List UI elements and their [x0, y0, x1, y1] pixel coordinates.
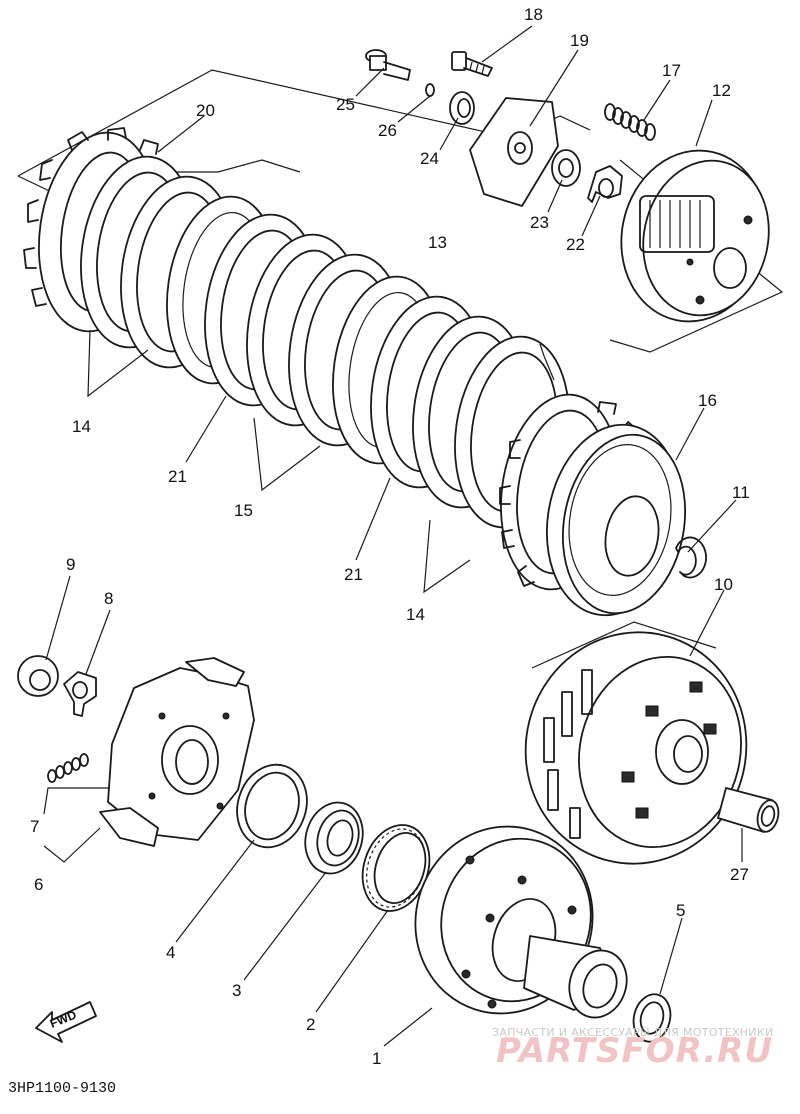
- drawing-code: 3HP1100-9130: [8, 1080, 116, 1097]
- part-4-thrust-washer: [236, 763, 308, 849]
- callout-1: 1: [372, 1049, 381, 1068]
- part-27-collar: [717, 787, 780, 833]
- fwd-arrow: FWD: [35, 1001, 97, 1043]
- part-23-nut: [551, 149, 581, 187]
- part-9-nut: [17, 655, 59, 697]
- watermark-caption: ЗАПЧАСТИ И АКСЕССУАРЫ ДЛЯ МОТОТЕХНИКИ: [492, 1026, 774, 1039]
- callout-4: 4: [166, 943, 175, 962]
- callout-8: 8: [104, 589, 113, 608]
- callout-2: 2: [306, 1015, 315, 1034]
- callout-5: 5: [676, 901, 685, 920]
- callout-12: 12: [712, 81, 731, 100]
- part-12-clutch-boss: [620, 149, 770, 323]
- callout-24: 24: [420, 149, 439, 168]
- part-7-spring: [47, 753, 89, 783]
- part-10-clutch-housing: [524, 621, 748, 865]
- part-26-nut: [425, 83, 435, 97]
- part-1-driven-gear: [414, 825, 628, 1019]
- part-18-bolt: [451, 51, 493, 77]
- part-8-lock-washer: [63, 671, 97, 717]
- callout-21-right: 21: [344, 565, 363, 584]
- callout-numbers: 18 19 17 12 25 26 24 23 22 20 13 14 21 1…: [30, 5, 750, 1068]
- callout-21-left: 21: [168, 467, 187, 486]
- part-25-adjuster: [365, 49, 411, 81]
- callout-20: 20: [196, 101, 215, 120]
- part-5-washer: [632, 993, 672, 1043]
- part-19-spring-plate: [469, 97, 559, 207]
- callout-26: 26: [378, 121, 397, 140]
- callout-11: 11: [732, 483, 750, 502]
- callout-22: 22: [566, 235, 585, 254]
- callout-15: 15: [234, 501, 253, 520]
- callout-27: 27: [730, 865, 749, 884]
- callout-17: 17: [662, 61, 681, 80]
- callout-3: 3: [232, 981, 241, 1000]
- callout-10: 10: [714, 575, 733, 594]
- leader-lines: [43, 25, 743, 1047]
- part-22-lock-washer: [587, 165, 623, 203]
- callout-18: 18: [524, 5, 543, 24]
- callout-23: 23: [530, 213, 549, 232]
- clutch-plate-stack: [80, 155, 641, 591]
- watermark: ЗАПЧАСТИ И АКСЕССУАРЫ ДЛЯ МОТОТЕХНИКИ PA…: [492, 1026, 774, 1071]
- part-6-clutch-carrier: [99, 657, 255, 847]
- watermark-brand: PARTSFOR.RU: [496, 1031, 773, 1071]
- part-17-clutch-spring: [604, 103, 656, 141]
- callout-14-left: 14: [72, 417, 91, 436]
- part-3-ball-bearing: [304, 801, 364, 875]
- callout-16: 16: [698, 391, 717, 410]
- callout-19: 19: [570, 31, 589, 50]
- callout-14-right: 14: [406, 605, 425, 624]
- callout-13: 13: [428, 233, 447, 252]
- callout-9: 9: [66, 555, 75, 574]
- part-24-bearing: [449, 91, 475, 125]
- part-16-pressure-plate: [545, 423, 687, 617]
- callout-25: 25: [336, 95, 355, 114]
- callout-7: 7: [30, 817, 39, 836]
- callout-6: 6: [34, 875, 43, 894]
